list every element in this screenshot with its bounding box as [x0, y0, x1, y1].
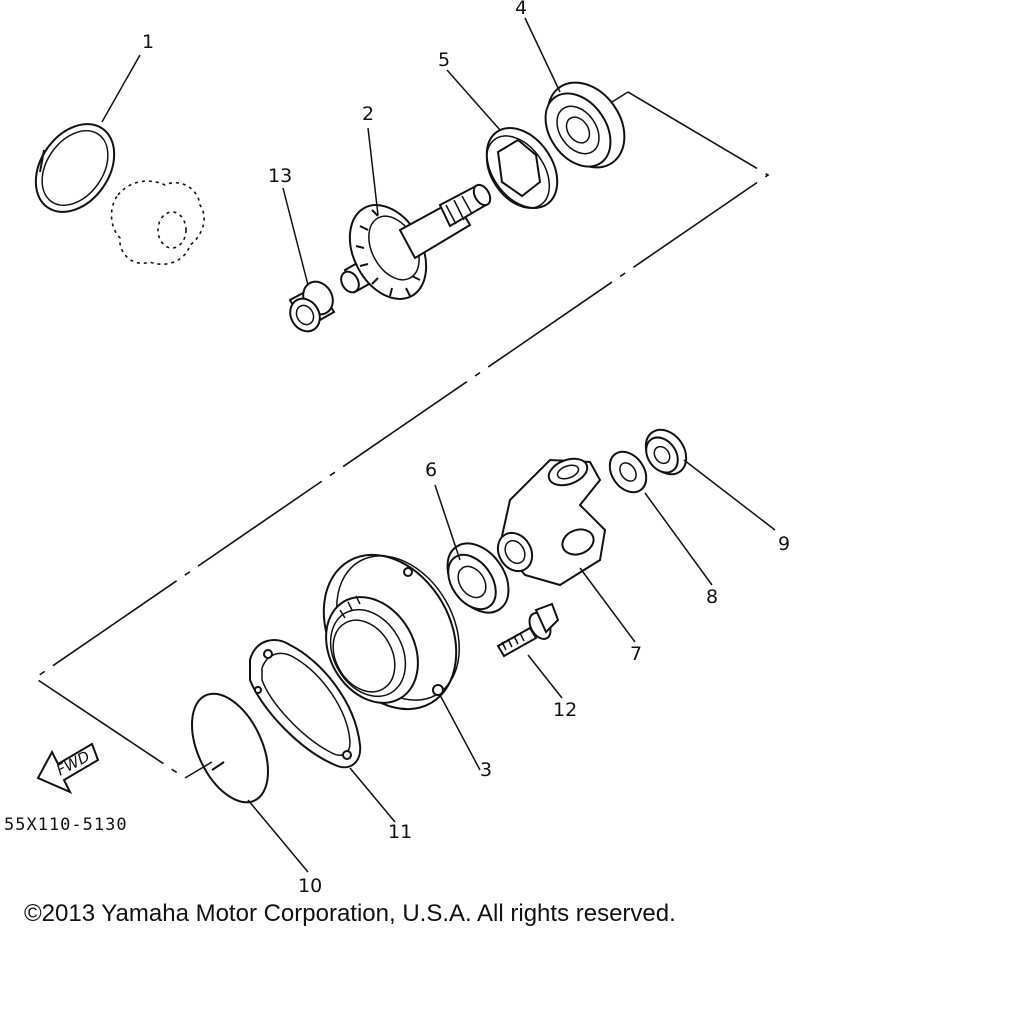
- part-9-nut: [644, 428, 688, 476]
- part-3-bearing-housing: [322, 553, 460, 711]
- leader-lines: [101, 17, 776, 873]
- callout-1: 1: [142, 31, 154, 53]
- callout-10: 10: [298, 875, 322, 897]
- assembly-outline: [33, 91, 770, 779]
- part-8-washer: [608, 450, 648, 494]
- part-12-bolt: [496, 602, 560, 658]
- part-2-pinion-gear: [340, 183, 492, 300]
- reference-gear-outline: [110, 180, 205, 266]
- part-10-circlip: [191, 692, 269, 804]
- callout-6: 6: [425, 459, 437, 481]
- callout-8: 8: [706, 586, 718, 608]
- callout-5: 5: [438, 49, 450, 71]
- diagram-part-code: 55X110-5130: [4, 815, 128, 835]
- copyright-notice: ©2013 Yamaha Motor Corporation, U.S.A. A…: [24, 900, 676, 927]
- part-7-yoke: [496, 457, 607, 587]
- callout-2: 2: [362, 103, 374, 125]
- part-1-circlip: [34, 123, 116, 213]
- fwd-arrow-icon: FWD: [36, 742, 100, 795]
- callout-4: 4: [515, 0, 527, 19]
- callout-labels: 1 2 3 4 5 6 7 8 9 10 11 12 13: [142, 0, 790, 897]
- part-13-bearing: [288, 280, 336, 333]
- part-5-ring-nut: [485, 127, 559, 209]
- callout-7: 7: [630, 643, 642, 665]
- part-4-ball-bearing: [544, 81, 626, 169]
- callout-12: 12: [553, 699, 577, 721]
- callout-3: 3: [480, 759, 492, 781]
- part-11-gasket: [249, 639, 362, 769]
- part-6-oil-seal: [446, 542, 510, 614]
- callout-9: 9: [778, 533, 790, 555]
- callout-13: 13: [268, 165, 292, 187]
- callout-11: 11: [388, 821, 412, 843]
